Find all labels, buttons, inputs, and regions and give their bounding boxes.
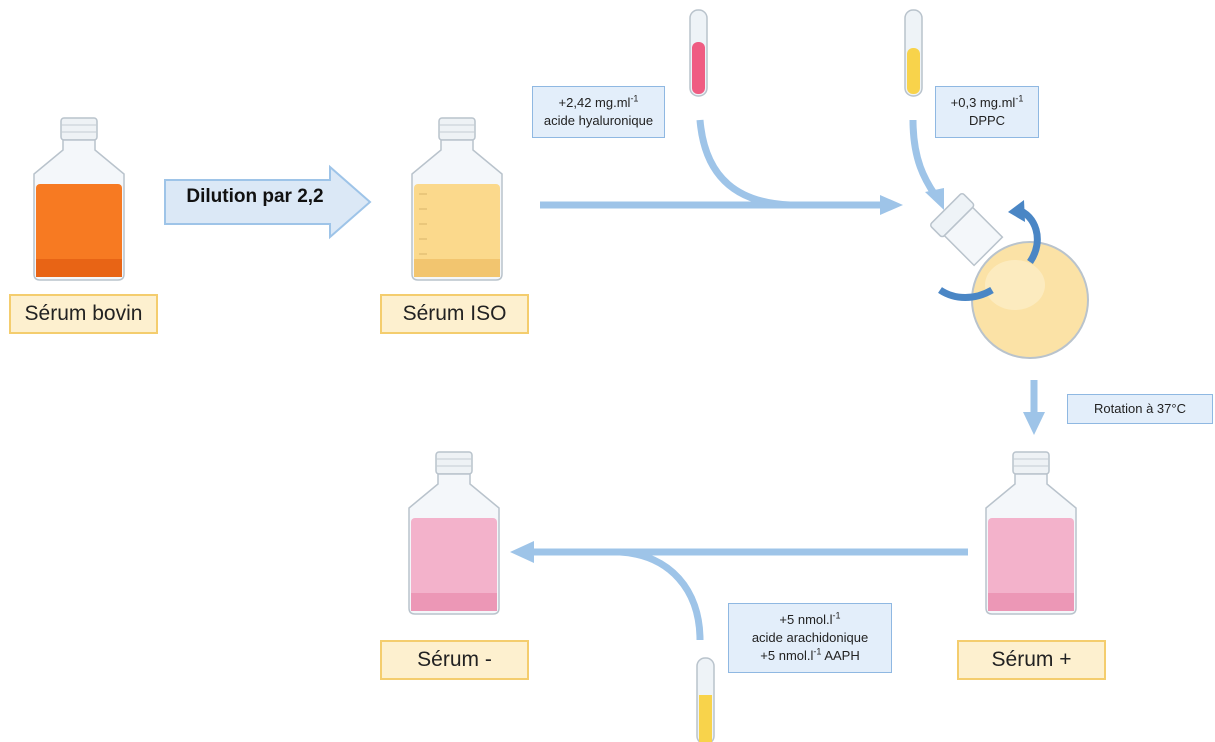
box-dppc: +0,3 mg.ml-1 DPPC (935, 86, 1039, 138)
hyaluronic-branch-arrow (696, 119, 791, 209)
label-serum-iso: Sérum ISO (380, 294, 529, 334)
dppc-exponent: -1 (1015, 93, 1024, 104)
tube-hyaluronic (689, 9, 708, 97)
dilution-arrow (164, 164, 372, 240)
arachidonic-branch-arrow (619, 548, 704, 641)
arachidonic-name: acide arachidonique (751, 630, 869, 645)
box-rotation: Rotation à 37°C (1067, 394, 1213, 424)
rotary-flask (930, 193, 1089, 359)
dppc-amount: +0,3 mg.ml (950, 95, 1016, 110)
box-arachidonic: +5 nmol.l-1 acide arachidonique +5 nmol.… (728, 603, 892, 673)
label-serum-minus: Sérum - (380, 640, 529, 680)
hyaluronic-exponent: -1 (630, 93, 639, 104)
bottle-bovine (33, 117, 125, 281)
dilution-label: Dilution par 2,2 (186, 186, 324, 207)
bottle-serum-plus (985, 451, 1077, 615)
bottle-serum-minus (408, 451, 500, 615)
hyaluronic-amount: +2,42 mg.ml (558, 95, 631, 110)
box-hyaluronic: +2,42 mg.ml-1 acide hyaluronique (532, 86, 665, 138)
label-serum-bovin: Sérum bovin (9, 294, 158, 334)
arachidonic-exponent: -1 (832, 610, 841, 621)
tube-dppc (904, 9, 923, 97)
aaph-name: AAPH (821, 648, 860, 663)
aaph-exponent: -1 (813, 646, 822, 657)
tube-arachidonic (696, 657, 715, 742)
hyaluronic-name: acide hyaluronique (543, 113, 654, 128)
aaph-amount: +5 nmol.l (760, 648, 814, 663)
arachidonic-amount: +5 nmol.l (779, 612, 833, 627)
label-serum-plus: Sérum + (957, 640, 1106, 680)
dppc-name: DPPC (968, 113, 1006, 128)
bottle-iso (411, 117, 503, 281)
dppc-branch-arrow (909, 119, 938, 197)
